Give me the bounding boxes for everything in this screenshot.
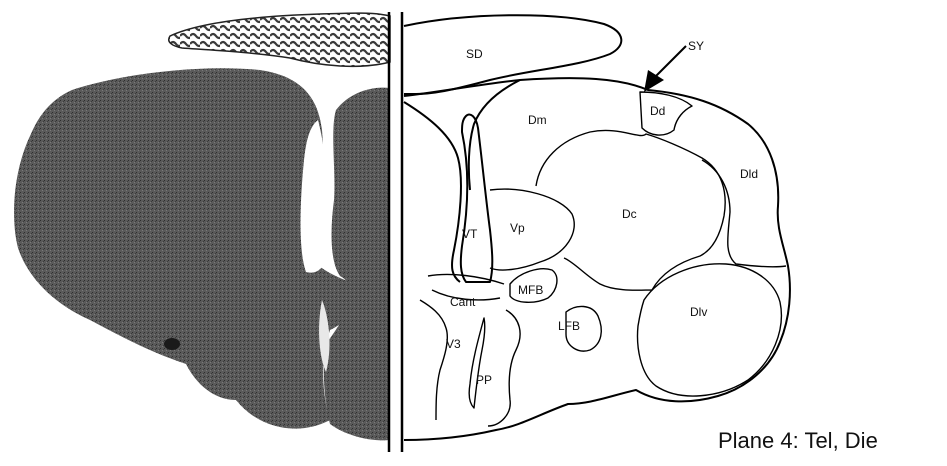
vt-outline	[461, 115, 493, 283]
pp-outline	[488, 310, 520, 426]
label-mfb: MFB	[518, 283, 543, 297]
midline-curve-left	[404, 102, 461, 282]
label-dc: Dc	[622, 207, 637, 221]
saccus-dorsalis-tissue	[169, 13, 390, 66]
sd-outline	[404, 15, 621, 94]
dlv-outline	[638, 264, 782, 396]
vp-outline	[490, 189, 574, 270]
label-dd: Dd	[650, 104, 665, 118]
dd-outline	[640, 92, 692, 135]
midline-curve-right	[469, 80, 520, 190]
figure-caption: Plane 4: Tel, Die	[718, 428, 878, 454]
histology-photo	[14, 13, 390, 440]
v3-outline	[469, 318, 485, 408]
sy-arrowhead	[644, 70, 664, 92]
label-sd: SD	[466, 47, 483, 61]
label-pp: PP	[476, 373, 492, 387]
label-vp: Vp	[510, 221, 525, 235]
right-hemisphere-tissue	[324, 88, 390, 441]
label-dlv: Dlv	[690, 305, 707, 319]
schematic-drawing: SD SY Dd Dm Dld Dc VT Vp MFB Cant LFB Dl…	[404, 15, 790, 440]
label-dld: Dld	[740, 167, 758, 181]
label-sy: SY	[688, 39, 704, 53]
label-vt: VT	[462, 227, 478, 241]
label-v3: V3	[446, 337, 461, 351]
label-cant: Cant	[450, 295, 476, 309]
ventral-boundary	[420, 300, 447, 420]
label-lfb: LFB	[558, 319, 580, 333]
sy-arrow-line	[656, 46, 686, 76]
label-dm: Dm	[528, 113, 547, 127]
